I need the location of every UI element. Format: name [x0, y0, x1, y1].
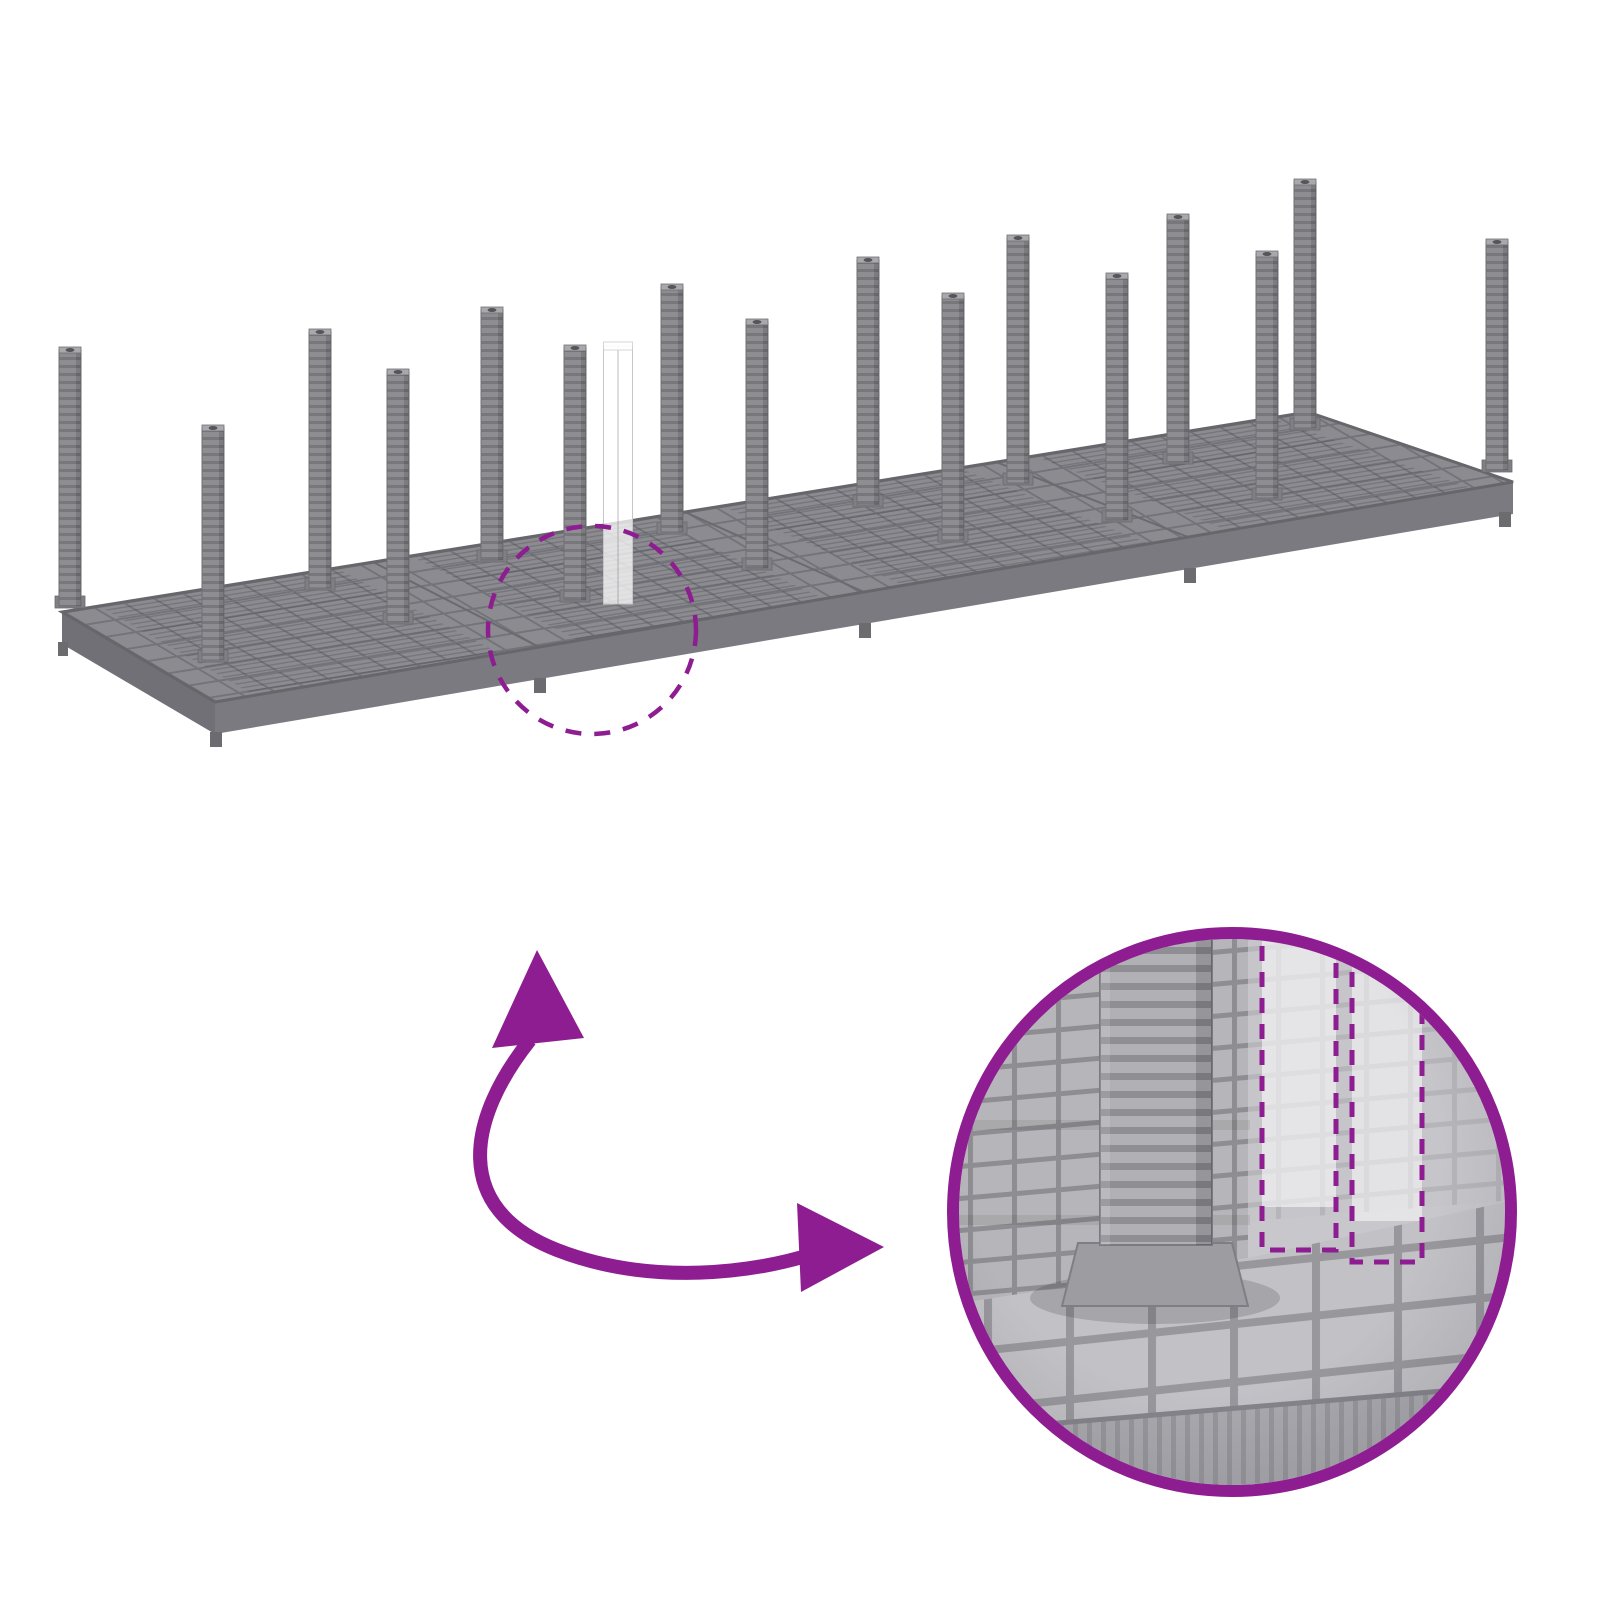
peg	[1002, 234, 1034, 486]
inset-ring	[947, 927, 1517, 1497]
rack-slat-strip	[99, 568, 501, 695]
zoom-arrow	[473, 950, 884, 1292]
rack-rim	[57, 410, 1514, 704]
peg-layer	[54, 178, 1513, 663]
peg	[852, 256, 884, 508]
peg	[937, 292, 969, 543]
peg	[1251, 250, 1283, 501]
peg	[1101, 272, 1133, 523]
rack-left-face	[62, 612, 215, 734]
zoom-arrow-curve	[473, 1035, 815, 1280]
rack-foot	[534, 678, 546, 693]
peg	[382, 368, 414, 625]
peg	[1481, 238, 1513, 473]
highlight-dashed-circle	[485, 523, 699, 737]
ghost-peg-layer	[603, 341, 633, 605]
rack-foot	[58, 642, 68, 656]
ghost-peg	[603, 341, 633, 605]
rack-front-face	[215, 482, 1513, 734]
peg	[476, 306, 508, 563]
rack-slat-strip	[722, 468, 1150, 585]
peg	[1289, 178, 1321, 431]
rack-foot	[210, 732, 222, 747]
zoom-inset	[947, 927, 1517, 1497]
inset-vignette	[959, 939, 1505, 1485]
peg	[656, 283, 688, 535]
peg	[197, 424, 229, 663]
peg	[559, 344, 591, 603]
peg	[304, 328, 336, 591]
zoom-arrowhead-up-icon	[492, 950, 584, 1048]
peg	[741, 318, 773, 571]
rack-foot	[1499, 512, 1511, 527]
rack-foot	[859, 623, 871, 638]
zoom-arrowhead-right-icon	[797, 1203, 884, 1292]
peg	[1162, 213, 1194, 465]
rack-section-seam	[684, 511, 865, 593]
rack-slat-strip	[1034, 418, 1474, 530]
pegboard-rack	[54, 178, 1514, 747]
peg	[54, 346, 86, 609]
rack-foot	[1184, 568, 1196, 583]
